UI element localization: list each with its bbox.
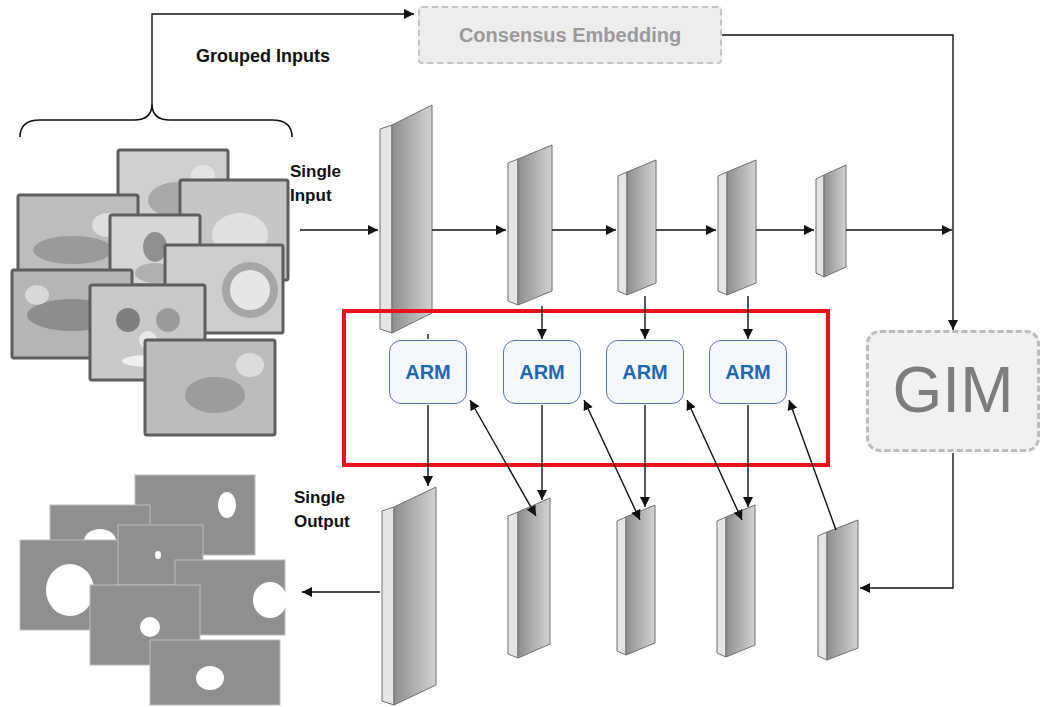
photo-content (143, 232, 167, 262)
slab-face (394, 487, 436, 705)
slab-face (627, 160, 656, 295)
node-content: ARM (725, 361, 771, 384)
encoder-feature-map (718, 160, 756, 295)
encoder-arrow (552, 229, 616, 230)
skip-arrow (541, 306, 542, 339)
feedback-arrow (584, 400, 640, 520)
photo-content (222, 262, 278, 318)
mask-blob (46, 564, 94, 616)
skip-arrow (747, 296, 748, 339)
decoder-feature-map (508, 498, 550, 658)
input-arrow (300, 229, 378, 230)
mask-frame (150, 640, 280, 705)
decoder-feature-map (818, 520, 858, 660)
slab-edge (380, 125, 392, 333)
connector-arrow (722, 35, 953, 330)
slab-edge (508, 159, 518, 305)
node-content: Consensus Embedding (459, 24, 681, 47)
output-label: Single Output (294, 486, 368, 534)
node-content: ARM (622, 361, 668, 384)
slab-edge (816, 175, 824, 277)
skip-arrow (644, 296, 645, 339)
arm-module: ARM (503, 340, 581, 404)
mask-blob (253, 582, 287, 618)
highlight-frame (344, 311, 828, 465)
photo-content (185, 377, 245, 413)
encoder-arrow (846, 229, 952, 230)
input-label: Single Input (290, 160, 354, 208)
slab-edge (382, 507, 394, 705)
slab-face (726, 505, 755, 657)
slab-face (518, 145, 552, 305)
decoder-feature-map (382, 487, 436, 705)
arm-module: ARM (389, 340, 467, 404)
slab-edge (617, 517, 626, 655)
node-text: ARM (519, 361, 565, 384)
photo-content (230, 270, 270, 310)
output-arrow (302, 591, 380, 592)
encoder-arrow (656, 229, 716, 230)
refine-arrow (747, 405, 748, 507)
arm-module: ARM (606, 340, 684, 404)
slab-face (827, 520, 858, 660)
consensus-box: Consensus Embedding (418, 6, 722, 64)
slab-edge (717, 517, 726, 657)
node-text: ARM (622, 361, 668, 384)
node-content: GIM (893, 354, 1014, 428)
slab-face (518, 498, 550, 658)
feedback-arrow (470, 400, 536, 516)
refine-arrow (427, 405, 428, 486)
encoder-arrow (432, 229, 506, 230)
slab-face (824, 165, 846, 277)
photo-frame (145, 340, 275, 435)
node-text: GIM (893, 354, 1014, 428)
mask-blob (218, 492, 236, 518)
slab-edge (618, 172, 627, 295)
encoder-feature-map (816, 165, 846, 277)
mask-blob (196, 666, 224, 690)
mask-blob (155, 551, 161, 559)
skip-arrow (427, 334, 428, 339)
photo-content (33, 236, 113, 264)
decoder-feature-map (717, 505, 755, 657)
encoder-feature-map (618, 160, 656, 295)
slab-face (392, 105, 432, 333)
node-content: ARM (405, 361, 451, 384)
encoder-arrow (756, 229, 814, 230)
refine-arrow (541, 405, 542, 500)
slab-face (626, 505, 655, 655)
node-text: ARM (725, 361, 771, 384)
photo-content (236, 353, 264, 377)
node-text: ARM (405, 361, 451, 384)
refine-arrow (644, 405, 645, 507)
photo-content (156, 308, 180, 332)
input-photo (145, 340, 275, 435)
encoder-feature-map (508, 145, 552, 305)
group-arrow (152, 14, 414, 104)
node-content: ARM (519, 361, 565, 384)
photo-content (116, 308, 140, 332)
gim-output-arrow (860, 453, 953, 588)
slab-edge (818, 532, 827, 660)
gim-module: GIM (866, 330, 1040, 452)
group-brace (20, 104, 292, 137)
output-mask (150, 640, 280, 705)
slab-face (727, 160, 756, 295)
feedback-arrow (789, 400, 836, 530)
feedback-arrow (687, 400, 742, 520)
slab-edge (718, 172, 727, 295)
node-text: Consensus Embedding (459, 24, 681, 47)
slab-edge (508, 512, 518, 658)
encoder-feature-map (380, 105, 432, 333)
photo-content (25, 285, 49, 305)
mask-blob (140, 617, 160, 637)
group-label: Grouped Inputs (196, 44, 366, 69)
decoder-feature-map (617, 505, 655, 655)
arm-module: ARM (709, 340, 787, 404)
